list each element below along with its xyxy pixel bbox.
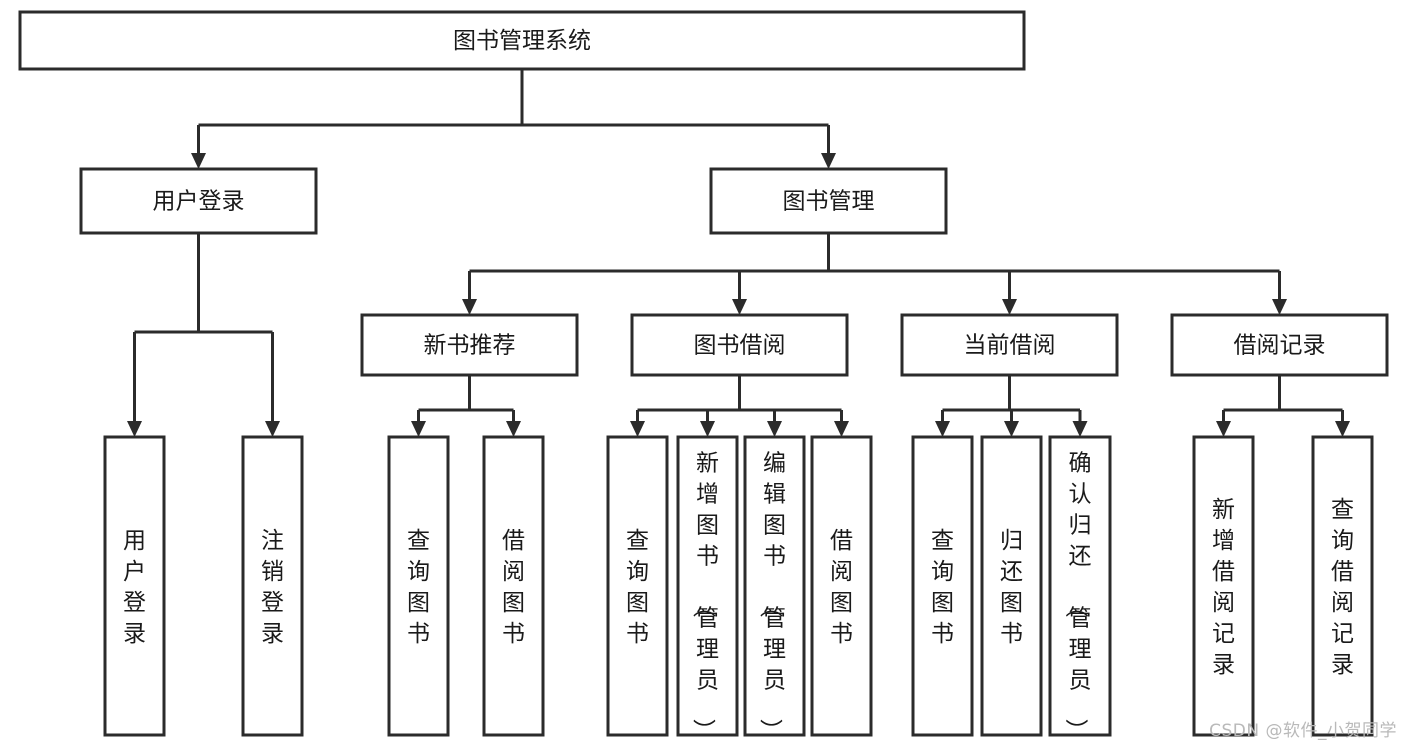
node-label: 查询图书 — [931, 528, 954, 647]
node-leaf-query-book-2[interactable]: 查询图书 — [606, 435, 669, 737]
node-label: 用户登录 — [123, 528, 146, 647]
node-new-book-recommend[interactable]: 新书推荐 — [360, 313, 579, 377]
node-box — [387, 435, 450, 737]
arrow-head-icon — [191, 153, 206, 169]
arrow-head-icon — [1002, 299, 1017, 315]
node-label: 新增图书（管理员） — [690, 451, 719, 742]
arrow-head-icon — [821, 153, 836, 169]
node-box — [79, 167, 318, 235]
arrow-head-icon — [462, 299, 477, 315]
node-current-borrow[interactable]: 当前借阅 — [900, 313, 1119, 377]
node-box — [241, 435, 304, 737]
node-box — [743, 435, 806, 737]
arrow-head-icon — [1072, 421, 1088, 437]
node-box — [676, 435, 739, 737]
arrow-head-icon — [834, 421, 849, 437]
arrow-head-icon — [1004, 421, 1019, 437]
node-book-borrow[interactable]: 图书借阅 — [630, 313, 849, 377]
node-box — [482, 435, 545, 737]
node-box — [360, 313, 579, 377]
nodes-layer: 图书管理系统用户登录图书管理新书推荐图书借阅当前借阅借阅记录用户登录注销登录查询… — [18, 10, 1389, 742]
node-leaf-query-book-1[interactable]: 查询图书 — [387, 435, 450, 737]
node-label: 用户登录 — [153, 189, 245, 215]
edge-group-user-login — [127, 233, 280, 437]
arrow-head-icon — [506, 421, 521, 437]
node-leaf-return-book[interactable]: 归还图书 — [980, 435, 1043, 737]
node-box — [1311, 435, 1374, 737]
arrow-head-icon — [732, 299, 747, 315]
arrow-head-icon — [1335, 421, 1350, 437]
node-label: 注销登录 — [261, 528, 284, 647]
node-box — [900, 313, 1119, 377]
node-box — [1170, 313, 1389, 377]
node-user-login[interactable]: 用户登录 — [79, 167, 318, 235]
node-box — [630, 313, 849, 377]
node-leaf-user-login[interactable]: 用户登录 — [103, 435, 166, 737]
node-box — [606, 435, 669, 737]
node-leaf-borrow-book-1[interactable]: 借阅图书 — [482, 435, 545, 737]
arrow-head-icon — [411, 421, 426, 437]
node-label: 图书管理 — [783, 189, 875, 215]
arrow-head-icon — [265, 421, 280, 437]
node-box — [810, 435, 873, 737]
node-leaf-query-record[interactable]: 查询借阅记录 — [1311, 435, 1374, 737]
node-box — [1192, 435, 1255, 737]
node-leaf-add-record[interactable]: 新增借阅记录 — [1192, 435, 1255, 737]
node-box — [18, 10, 1026, 71]
edge-group-book-borrow — [630, 375, 849, 437]
node-box — [980, 435, 1043, 737]
node-box — [103, 435, 166, 737]
node-label: 借阅图书 — [830, 528, 853, 647]
node-box — [1048, 435, 1112, 737]
node-box — [709, 167, 948, 235]
node-borrow-record[interactable]: 借阅记录 — [1170, 313, 1389, 377]
node-label: 确认归还（管理员） — [1063, 451, 1092, 742]
node-box — [911, 435, 974, 737]
arrow-head-icon — [1272, 299, 1287, 315]
node-label: 借阅图书 — [502, 528, 525, 647]
edge-group-new-book-recommend — [411, 375, 521, 437]
node-label: 当前借阅 — [964, 333, 1056, 359]
edge-group-current-borrow — [935, 375, 1088, 437]
node-leaf-confirm-return[interactable]: 确认归还（管理员） — [1048, 435, 1112, 742]
node-label: 归还图书 — [1000, 528, 1023, 647]
node-root[interactable]: 图书管理系统 — [18, 10, 1026, 71]
node-label: 图书管理系统 — [453, 28, 591, 54]
edge-group-root — [191, 69, 836, 169]
arrow-head-icon — [700, 421, 715, 437]
node-label: 新书推荐 — [424, 333, 516, 359]
edge-group-book-manage — [462, 233, 1287, 315]
node-book-manage[interactable]: 图书管理 — [709, 167, 948, 235]
node-label: 查询图书 — [407, 528, 430, 647]
node-leaf-logout[interactable]: 注销登录 — [241, 435, 304, 737]
arrow-head-icon — [630, 421, 645, 437]
node-label: 借阅记录 — [1234, 333, 1326, 359]
node-leaf-add-book[interactable]: 新增图书（管理员） — [676, 435, 739, 742]
arrow-head-icon — [767, 421, 782, 437]
node-leaf-borrow-book-2[interactable]: 借阅图书 — [810, 435, 873, 737]
watermark-text: CSDN @软件_小贺同学 — [1209, 721, 1397, 741]
arrow-head-icon — [1216, 421, 1231, 437]
node-label: 编辑图书（管理员） — [757, 451, 786, 742]
edges-layer — [127, 69, 1350, 437]
arrow-head-icon — [935, 421, 950, 437]
node-label: 新增借阅记录 — [1212, 497, 1235, 678]
node-leaf-query-book-3[interactable]: 查询图书 — [911, 435, 974, 737]
node-leaf-edit-book[interactable]: 编辑图书（管理员） — [743, 435, 806, 742]
node-label: 查询借阅记录 — [1331, 497, 1354, 678]
arrow-head-icon — [127, 421, 142, 437]
node-label: 查询图书 — [626, 528, 649, 647]
edge-group-borrow-record — [1216, 375, 1350, 437]
node-label: 图书借阅 — [694, 333, 786, 359]
